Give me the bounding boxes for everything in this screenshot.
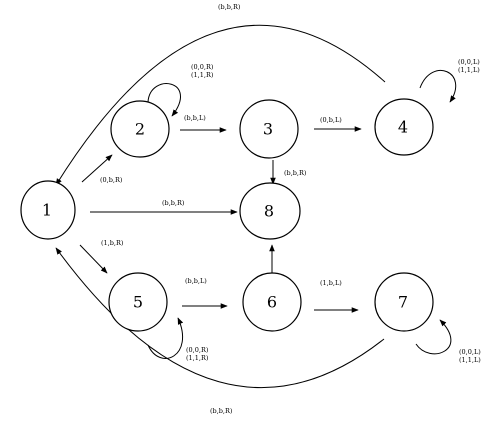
state-3-label: 3	[263, 120, 273, 139]
loop-7	[415, 319, 452, 355]
state-1-label: 1	[42, 201, 52, 220]
state-7-label: 7	[398, 293, 408, 312]
edge-4-to-1	[55, 24, 386, 186]
label-4-to-1: (b,b,R)	[218, 3, 241, 11]
state-5: 5	[108, 272, 168, 332]
state-2-label: 2	[135, 120, 145, 139]
loop-5	[147, 317, 184, 359]
label-7-to-1: (b,b,R)	[210, 407, 233, 415]
state-5-label: 5	[133, 293, 143, 312]
label-2-to-3: (b,b,L)	[184, 114, 206, 122]
state-8: 8	[239, 182, 301, 240]
loop-2-label-line-2: (1,1,R)	[191, 71, 214, 79]
state-3: 3	[239, 99, 299, 159]
edge-1-to-5	[79, 244, 108, 274]
loop-2-label-line-1: (0,0,R)	[191, 63, 214, 71]
loop-4-label-line-2: (1,1,L)	[458, 66, 480, 74]
state-7: 7	[374, 272, 434, 332]
state-4: 4	[374, 98, 434, 156]
loop-7-label-line-1: (0,0,L)	[459, 348, 481, 356]
state-8-label: 8	[264, 202, 274, 221]
state-2: 2	[110, 100, 170, 158]
loop-4	[419, 69, 457, 103]
edge-1-to-2	[81, 154, 113, 183]
edge-7-to-1	[55, 247, 385, 389]
loop-5-label-line-2: (1,1,R)	[186, 354, 209, 362]
state-4-label: 4	[398, 118, 408, 137]
loop-2	[147, 83, 181, 117]
label-1-to-5: (1,b,R)	[101, 239, 124, 247]
state-1: 1	[20, 180, 76, 240]
loop-7-label-line-2: (1,1,L)	[459, 356, 481, 364]
loop-5-label-line-1: (0,0,R)	[186, 346, 209, 354]
label-1-to-8: (b,b,R)	[162, 199, 185, 207]
label-1-to-2: (0,b,R)	[100, 176, 123, 184]
state-6: 6	[242, 272, 302, 332]
label-3-to-8: (b,b,R)	[284, 169, 307, 177]
loop-4-label-line-1: (0,0,L)	[458, 58, 480, 66]
label-5-to-6: (b,b,L)	[185, 277, 207, 285]
label-6-to-7: (1,b,L)	[320, 279, 342, 287]
state-6-label: 6	[267, 293, 277, 312]
label-3-to-4: (0,b,L)	[320, 116, 342, 124]
